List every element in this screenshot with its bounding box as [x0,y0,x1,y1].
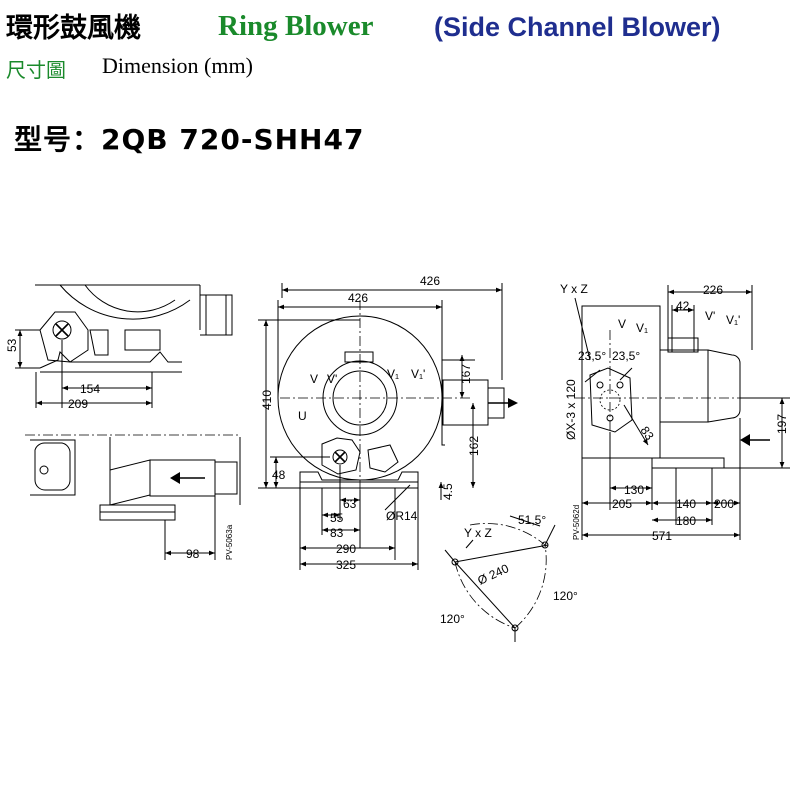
left-top-view: 53 154 209 [5,284,233,411]
side-dim-571: 571 [652,529,672,543]
dim-426: 426 [348,291,368,305]
side-label-v1: V₁ [636,321,648,335]
side-dim-42: 42 [676,299,690,313]
side-view: Y x Z 226 42 V V₁ V' V₁' 23,5° 23,5° 83 … [560,282,790,543]
dim-48: 48 [272,468,286,482]
dim-167: 167 [459,364,473,384]
dim-426-top: 426 [420,274,440,288]
dim-209: 209 [68,397,88,411]
flange-dim-240: Ø 240 [475,561,511,588]
dim-53: 53 [5,338,19,352]
side-dim-200: 200 [714,497,734,511]
label-v: V [310,372,318,386]
dim-63: 63 [343,497,357,511]
left-bottom-view: 98 PV-5063a [25,434,241,561]
drawing-code-left: PV-5063a [225,524,234,560]
title-english: Ring Blower [218,10,374,42]
side-label-v: V [618,317,626,331]
model-number: 型号：2QB 720-SHH47 [14,123,365,156]
title-chinese: 環形鼓風機 [6,13,141,44]
label-v1: V₁ [387,367,399,381]
dim-290: 290 [336,542,356,556]
front-view: V V' V₁ V₁' U 426 426 410 48 167 162 4.5… [258,274,518,572]
dim-83: 83 [330,526,344,540]
subtitle-english: Dimension (mm) [102,53,253,78]
flange-angle-120-left: 120° [440,612,465,626]
flange-detail: Y x Z 51,5° Ø 240 120° 120° [440,513,578,642]
title-side-channel: (Side Channel Blower) [434,12,721,42]
side-angle-1: 23,5° [578,349,606,363]
flange-label-yxz: Y x Z [464,526,492,540]
side-dim-180: 180 [676,514,696,528]
side-dim-140: 140 [676,497,696,511]
drawing-code-side: PV-5062d [572,505,581,540]
dim-98: 98 [186,547,200,561]
side-dim-226: 226 [703,283,723,297]
dim-r14: ØR14 [386,509,418,523]
side-dim-130: 130 [624,483,644,497]
label-v-prime: V' [327,372,337,386]
side-dim-205: 205 [612,497,632,511]
side-label-v-prime: V' [705,309,715,323]
label-u: U [298,409,307,423]
side-dim-197: 197 [775,414,789,434]
side-hole-spec: ØX-3 x 120 [564,379,578,440]
dim-4-5: 4.5 [441,483,455,500]
side-label-yxz: Y x Z [560,282,588,296]
dim-410: 410 [260,390,274,410]
side-dim-83: 83 [638,424,657,443]
dim-55: 55 [330,511,344,525]
flange-angle-120-right: 120° [553,589,578,603]
dim-162: 162 [467,436,481,456]
side-angle-2: 23,5° [612,349,640,363]
side-label-v1-prime: V₁' [726,313,740,327]
flange-angle: 51,5° [518,513,546,527]
dim-325: 325 [336,558,356,572]
title-row: 環形鼓風機 Ring Blower (Side Channel Blower) [6,6,796,46]
dim-154: 154 [80,382,100,396]
label-v1-prime: V₁' [411,367,425,381]
subtitle-chinese: 尺寸圖 [6,58,66,82]
